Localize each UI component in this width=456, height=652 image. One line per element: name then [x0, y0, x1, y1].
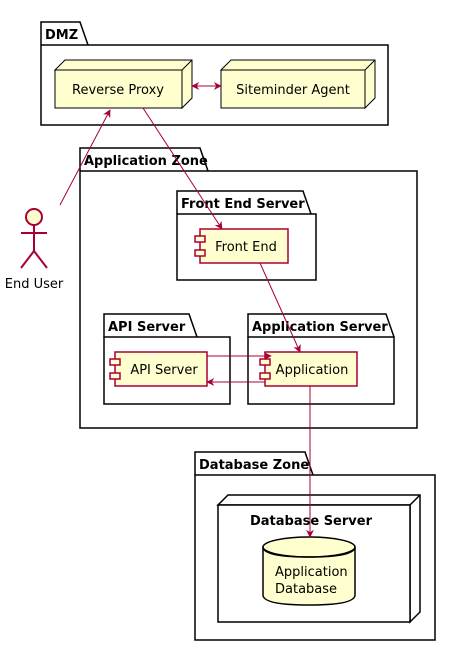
node-siteminder-agent-label: Siteminder Agent — [236, 83, 350, 98]
actor-end-user-label: End User — [5, 277, 64, 292]
edge-enduser-proxy — [59, 109, 111, 206]
node-siteminder-agent[interactable]: Siteminder Agent — [219, 59, 376, 110]
package-application-server-title: Application Server — [252, 320, 388, 335]
component-application-label: Application — [276, 363, 349, 378]
node-reverse-proxy[interactable]: Reverse Proxy — [53, 59, 193, 110]
package-dmz-title: DMZ — [45, 28, 78, 43]
database-application[interactable]: Application Database — [262, 536, 356, 606]
package-api-server-title: API Server — [108, 320, 186, 335]
package-database-zone-title: Database Zone — [199, 458, 309, 473]
actor-end-user[interactable]: End User — [5, 208, 64, 292]
node-reverse-proxy-label: Reverse Proxy — [72, 83, 164, 98]
database-label-line1: Application — [275, 565, 348, 580]
node-database-server-label: Database Server — [250, 514, 373, 529]
database-label-line2: Database — [275, 582, 337, 597]
package-application-zone-title: Application Zone — [84, 154, 208, 169]
component-front-end-label: Front End — [215, 240, 277, 255]
edge-proxy-frontend — [142, 107, 223, 230]
component-api-server-label: API Server — [130, 363, 198, 378]
component-front-end[interactable]: Front End — [194, 228, 289, 264]
edge-frontend-application — [259, 262, 301, 353]
package-front-end-server-title: Front End Server — [181, 197, 305, 212]
component-application[interactable]: Application — [259, 351, 358, 387]
component-api-server[interactable]: API Server — [109, 351, 208, 387]
